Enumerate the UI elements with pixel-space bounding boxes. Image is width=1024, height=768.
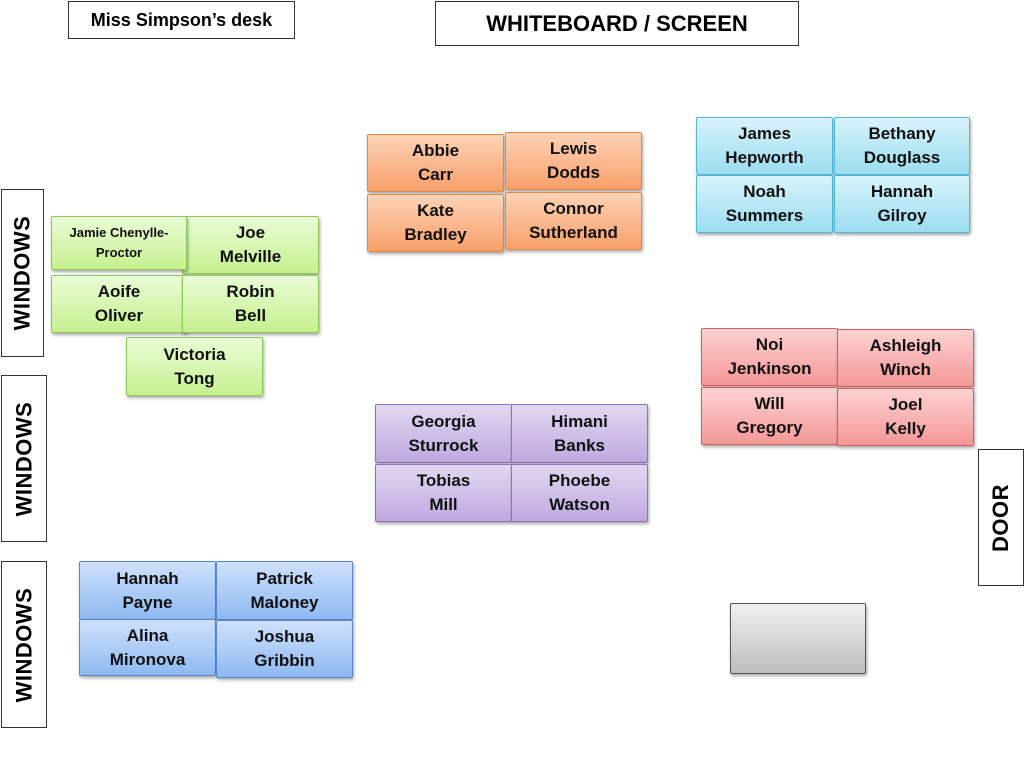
desk-jamie-chenylle-proctor: Jamie Chenylle- Proctor [51,216,187,270]
desk-tobias-mill: Tobias Mill [375,464,512,522]
desk-kate-bradley: Kate Bradley [367,194,504,252]
desk-noah-summers: Noah Summers [696,175,833,233]
desk-will-gregory: Will Gregory [701,387,838,445]
desk-connor-sutherland: Connor Sutherland [505,192,642,250]
desk-phoebe-watson: Phoebe Watson [511,464,648,522]
desk-aoife-oliver: Aoife Oliver [51,275,187,333]
desk-robin-bell: Robin Bell [182,275,319,333]
door-label: DOOR [978,449,1024,586]
desk-patrick-maloney: Patrick Maloney [216,561,353,620]
windows-label-2: WINDOWS [1,375,47,542]
desk-joel-kelly: Joel Kelly [837,388,974,446]
desk-joshua-gribbin: Joshua Gribbin [216,620,353,678]
desk-himani-banks: Himani Banks [511,404,648,463]
desk-joe-melville: Joe Melville [182,216,319,274]
windows-label-3: WINDOWS [1,561,47,728]
empty-table [730,603,866,674]
desk-ashleigh-winch: Ashleigh Winch [837,329,974,387]
desk-james-hepworth: James Hepworth [696,117,833,175]
whiteboard-label: WHITEBOARD / SCREEN [435,1,799,46]
desk-georgia-sturrock: Georgia Sturrock [375,404,512,463]
desk-lewis-dodds: Lewis Dodds [505,132,642,190]
windows-label-1: WINDOWS [1,189,44,357]
desk-noi-jenkinson: Noi Jenkinson [701,328,838,386]
desk-hannah-gilroy: Hannah Gilroy [834,175,970,233]
desk-alina-mironova: Alina Mironova [79,619,216,676]
desk-bethany-douglass: Bethany Douglass [834,117,970,175]
desk-victoria-tong: Victoria Tong [126,337,263,396]
desk-abbie-carr: Abbie Carr [367,134,504,192]
teacher-desk-label: Miss Simpson’s desk [68,1,295,39]
desk-hannah-payne: Hannah Payne [79,561,216,620]
